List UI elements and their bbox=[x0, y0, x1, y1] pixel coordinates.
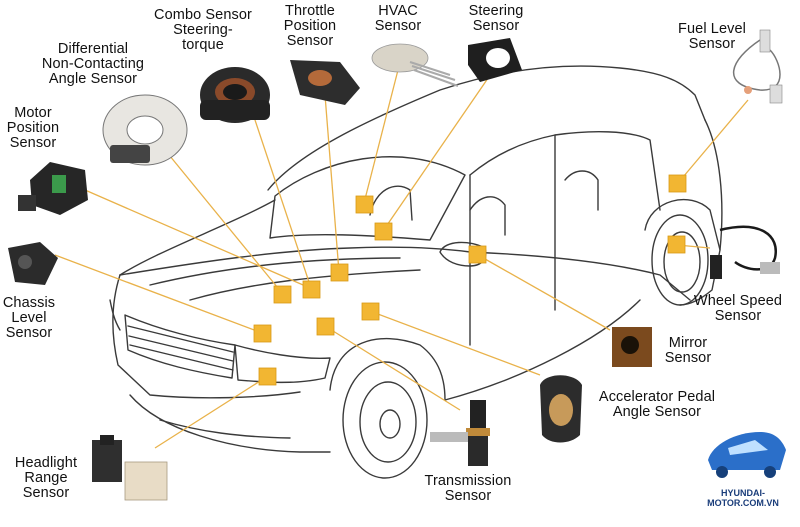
marker-steering[interactable] bbox=[374, 222, 393, 241]
fuel-sensor-image bbox=[732, 29, 783, 104]
label-chassis-sensor: Chassis Level Sensor bbox=[2, 295, 56, 341]
marker-differential[interactable] bbox=[273, 285, 292, 304]
marker-headlight[interactable] bbox=[258, 367, 277, 386]
chassis-sensor-image bbox=[8, 242, 58, 285]
brand-logo bbox=[708, 432, 786, 478]
car-outline bbox=[109, 65, 723, 479]
leader-chassis bbox=[54, 254, 263, 334]
label-fuel-sensor: Fuel Level Sensor bbox=[678, 21, 746, 52]
marker-accelerator[interactable] bbox=[361, 302, 380, 321]
accelerator-sensor-image bbox=[540, 375, 582, 443]
motor-sensor-image bbox=[18, 162, 88, 215]
brand-text[interactable]: HYUNDAI-MOTOR.COM.VN bbox=[707, 488, 779, 508]
differential-sensor-image bbox=[102, 94, 188, 166]
marker-combo[interactable] bbox=[302, 280, 321, 299]
label-hvac-sensor: HVAC Sensor bbox=[374, 3, 422, 34]
hvac-sensor-image bbox=[371, 43, 459, 87]
label-differential-sensor: Differential Non-Contacting Angle Sensor bbox=[41, 41, 145, 87]
marker-mirror[interactable] bbox=[468, 245, 487, 264]
leader-headlight bbox=[154, 375, 269, 449]
steering-sensor-image bbox=[468, 38, 522, 82]
marker-hvac[interactable] bbox=[355, 195, 374, 214]
headlight-sensor-image bbox=[92, 435, 168, 501]
wheel-speed-sensor-image bbox=[710, 225, 780, 279]
leader-steering bbox=[382, 67, 496, 232]
mirror-sensor-image bbox=[612, 327, 652, 367]
marker-chassis[interactable] bbox=[253, 324, 272, 343]
leader-differential bbox=[164, 149, 283, 294]
leader-hvac bbox=[363, 69, 399, 204]
label-throttle-sensor: Throttle Position Sensor bbox=[283, 3, 337, 49]
sensor-markers bbox=[253, 174, 687, 386]
label-combo-sensor: Combo Sensor Steering- torque bbox=[154, 7, 252, 53]
marker-transmission[interactable] bbox=[316, 317, 335, 336]
leader-fuel bbox=[677, 99, 749, 184]
throttle-sensor-image bbox=[290, 60, 360, 105]
label-headlight-sensor: Headlight Range Sensor bbox=[14, 455, 78, 501]
label-steering-sensor: Steering Sensor bbox=[468, 3, 524, 34]
label-accelerator-sensor: Accelerator Pedal Angle Sensor bbox=[598, 389, 716, 420]
marker-wheel[interactable] bbox=[667, 235, 686, 254]
marker-fuel[interactable] bbox=[668, 174, 687, 193]
label-mirror-sensor: Mirror Sensor bbox=[664, 335, 712, 366]
label-wheel-sensor: Wheel Speed Sensor bbox=[693, 293, 783, 324]
leader-motor bbox=[84, 189, 311, 289]
leader-combo bbox=[249, 104, 312, 289]
transmission-sensor-image bbox=[430, 400, 490, 466]
marker-throttle[interactable] bbox=[330, 263, 349, 282]
leader-mirror bbox=[477, 254, 611, 331]
leader-lines bbox=[54, 67, 749, 449]
combo-sensor-image bbox=[200, 67, 270, 123]
label-motor-sensor: Motor Position Sensor bbox=[6, 105, 60, 151]
label-transmission-sensor: Transmission Sensor bbox=[424, 473, 512, 504]
leader-transmission bbox=[324, 325, 461, 411]
leader-throttle bbox=[324, 94, 340, 273]
leader-accelerator bbox=[369, 310, 541, 376]
